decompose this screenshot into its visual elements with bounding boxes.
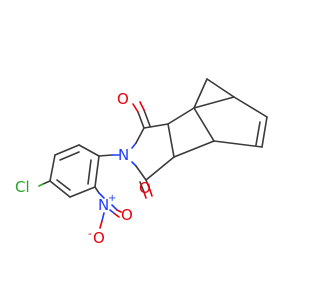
bond-n-o-single — [99, 220, 103, 229]
bond-n-o-double — [114, 213, 120, 218]
bond — [193, 78, 208, 109]
bond-n-o-single — [101, 212, 105, 222]
bond-carbonyl — [139, 181, 145, 193]
bond — [193, 96, 235, 109]
bond-c-n-nitro — [94, 186, 100, 194]
bond-carbonyl — [145, 179, 151, 191]
bond-c-n-nitro — [98, 192, 105, 199]
benzene-ring — [49, 144, 100, 198]
bond — [167, 123, 175, 158]
bond-carbonyl — [143, 191, 147, 199]
bond — [213, 140, 263, 148]
bond — [54, 144, 80, 156]
bond-inner — [56, 179, 71, 191]
nitro-nitrogen-charge: + — [108, 193, 116, 204]
bond — [173, 140, 215, 158]
bond — [49, 180, 71, 198]
bond-inner — [87, 159, 92, 185]
bond — [78, 144, 100, 157]
bond — [135, 165, 147, 181]
bond — [145, 156, 175, 181]
molecule-svg: Cl N O O N + O O - — [15, 78, 268, 247]
nitro-oxygen-right-label: O — [121, 206, 133, 224]
bond — [49, 154, 56, 182]
bond — [131, 161, 137, 167]
chlorine-label: Cl — [15, 178, 30, 196]
bond-carbonyl — [137, 111, 145, 129]
bond-n-o-double — [109, 209, 116, 215]
bond-carbonyl — [132, 103, 139, 113]
bond — [193, 107, 215, 142]
norbornene-cage — [167, 78, 268, 158]
bond-c-cl — [38, 183, 44, 187]
nitro-oxygen-left-charge: - — [88, 227, 92, 240]
bond-carbonyl — [143, 109, 151, 127]
bond — [69, 186, 96, 198]
bond — [261, 116, 268, 148]
structure-diagram: Cl N O O N + O O - — [15, 78, 268, 247]
nitro-nitrogen-label: N — [98, 196, 109, 214]
nitro-oxygen-left-label: O — [93, 229, 105, 247]
bond — [167, 107, 195, 125]
bond-n-o-double — [116, 209, 122, 213]
bond-inner — [59, 151, 80, 161]
bond — [131, 142, 137, 149]
bond-aryl-n — [98, 154, 113, 157]
bond-carbonyl — [149, 189, 153, 197]
bond-c-cl — [42, 180, 51, 185]
carbonyl-oxygen-bottom-label: O — [139, 179, 151, 197]
carbonyl-oxygen-top-label: O — [117, 90, 129, 108]
bond — [143, 123, 169, 129]
bond — [206, 78, 235, 98]
bond — [233, 96, 268, 118]
bond-carbonyl — [139, 101, 145, 111]
bond — [94, 155, 100, 188]
bond-inner — [255, 121, 261, 146]
imide-nitrogen-label: N — [118, 146, 129, 164]
bond — [135, 127, 145, 144]
bond-n-o-double — [111, 204, 118, 211]
